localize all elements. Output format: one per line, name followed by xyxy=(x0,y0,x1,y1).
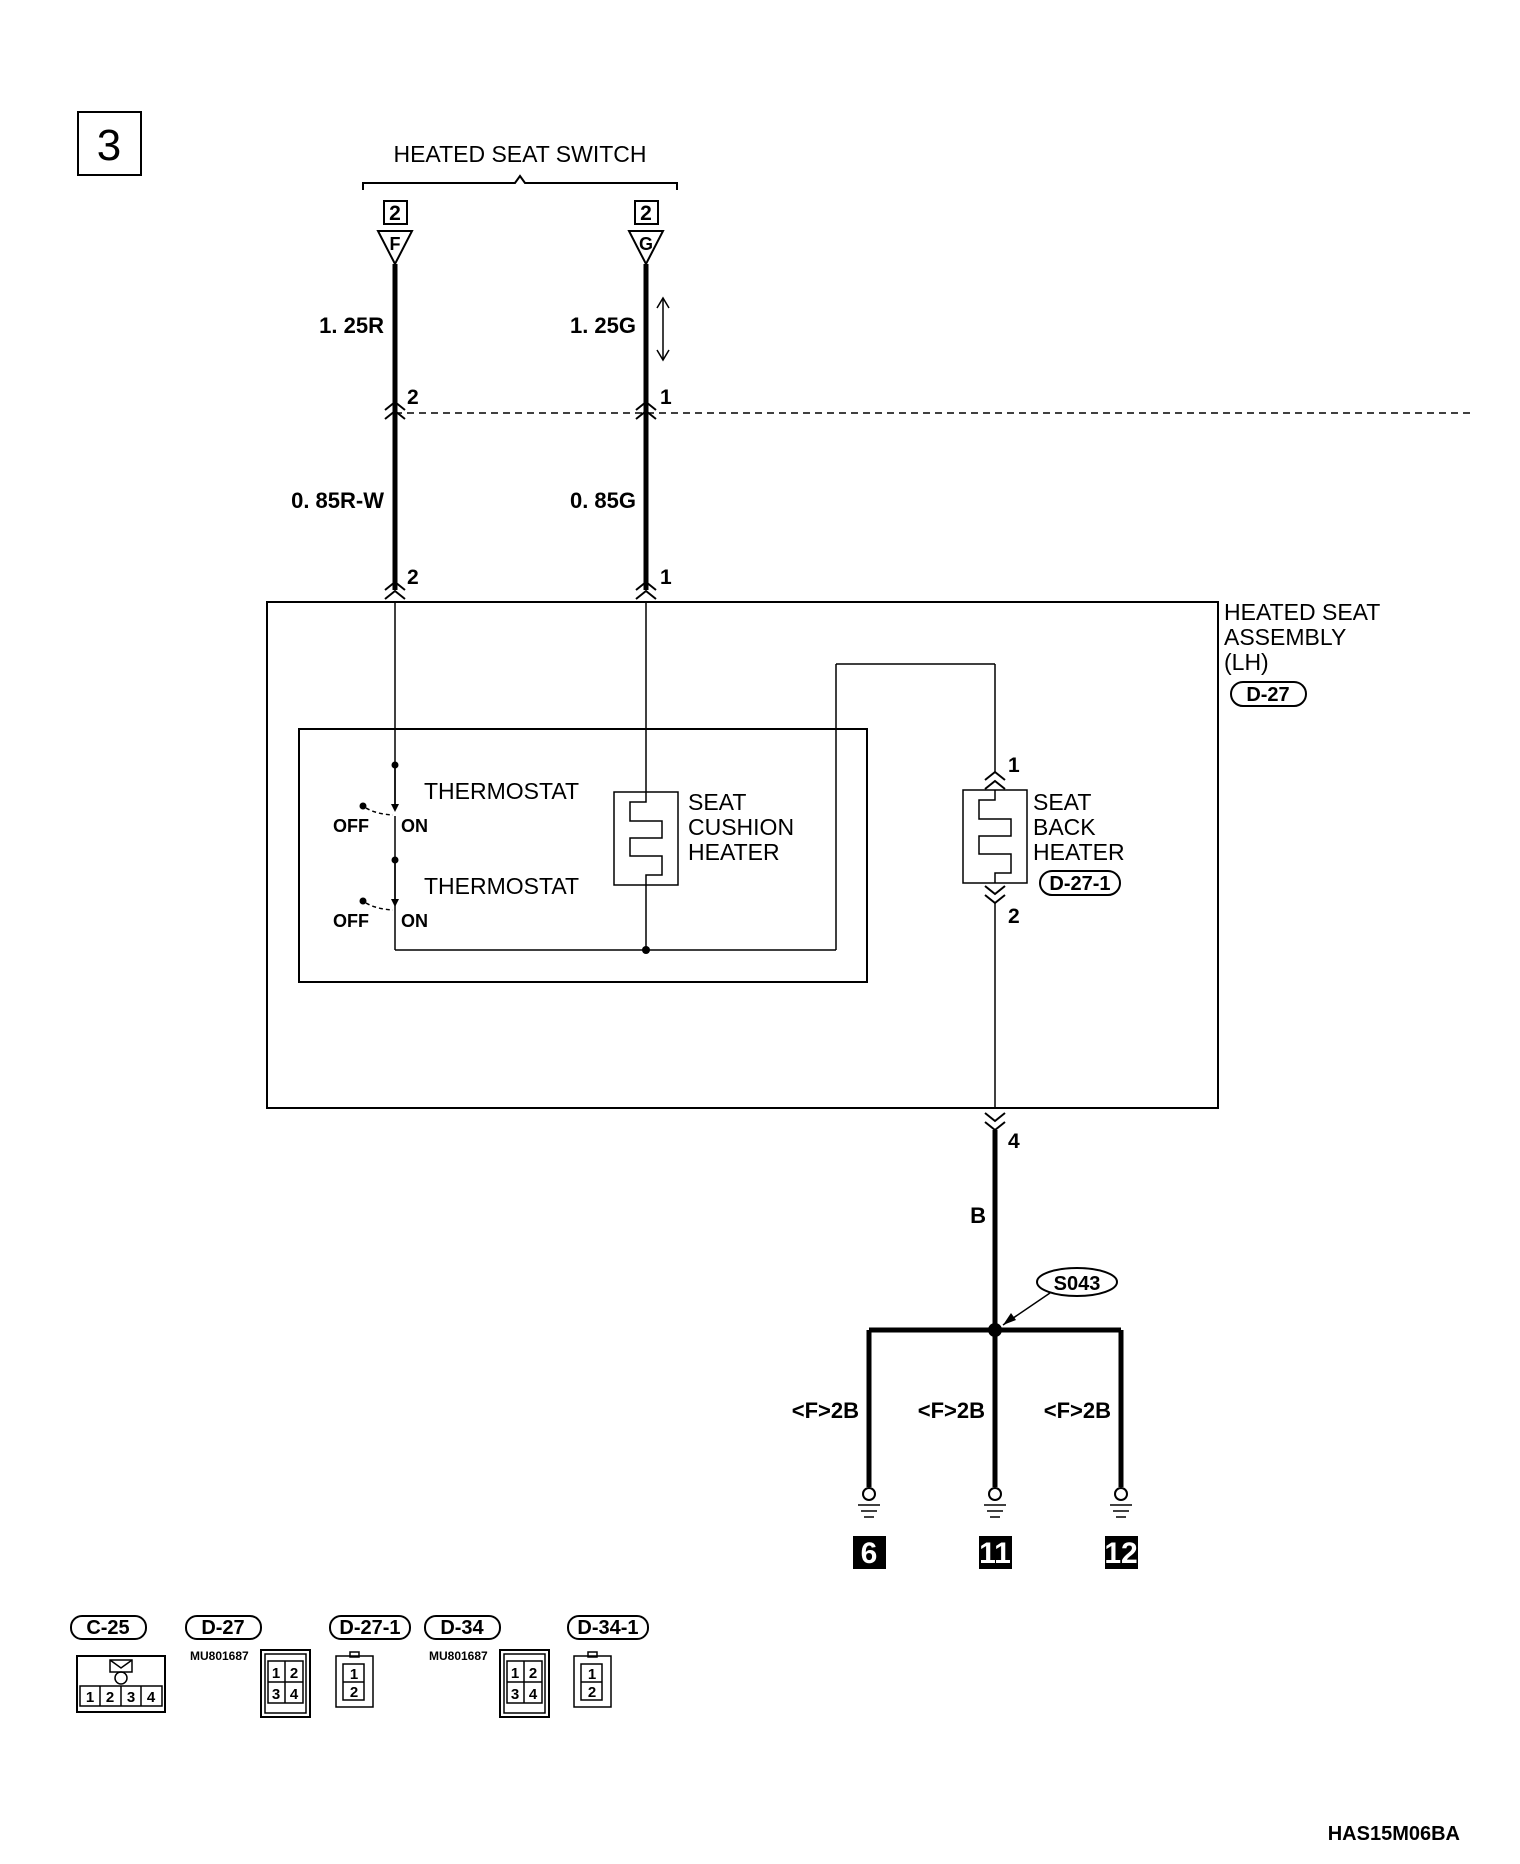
cell-1: 1 xyxy=(588,1666,596,1683)
page-number-box: 3 xyxy=(77,111,142,176)
switch-pin-left: F xyxy=(390,234,401,254)
wire-label-lower-left: 0. 85R-W xyxy=(291,488,384,513)
back-heater-line1: SEAT xyxy=(1033,789,1091,815)
ground-wire-label-2: <F>2B xyxy=(918,1398,985,1423)
cell-4: 4 xyxy=(290,1686,299,1703)
back-heater-pin-top: 1 xyxy=(1008,754,1020,777)
back-heater-pin-bottom: 2 xyxy=(1008,905,1020,928)
junction-mark-left xyxy=(384,400,406,420)
assembly-box xyxy=(266,601,1219,1109)
connector-part: MU801687 xyxy=(429,1649,488,1663)
cell-2: 2 xyxy=(290,1665,298,1682)
assembly-label-line1: HEATED SEAT xyxy=(1224,599,1380,625)
cell-2: 2 xyxy=(588,1684,596,1701)
cell-1: 1 xyxy=(86,1689,94,1706)
cushion-box xyxy=(298,728,868,983)
back-heater-line3: HEATER xyxy=(1033,839,1125,865)
ground-connector-mark xyxy=(984,1112,1006,1132)
connector-code: D-27-1 xyxy=(339,1617,400,1639)
cell-1: 1 xyxy=(511,1665,519,1682)
seat-cushion-heater: SEAT CUSHION HEATER xyxy=(613,789,794,886)
direction-arrow-icon xyxy=(656,296,670,362)
cell-4: 4 xyxy=(529,1686,538,1703)
ground-wire-label-3: <F>2B xyxy=(1044,1398,1111,1423)
cell-3: 3 xyxy=(511,1686,519,1703)
wire-label-ground: B xyxy=(970,1203,986,1228)
junction-pin-left: 2 xyxy=(407,386,419,409)
assembly-label-line3: (LH) xyxy=(1224,649,1269,675)
ground-symbol-1: 6 xyxy=(853,1487,886,1570)
connector-legend-d-27-1: D-27-1 1 2 xyxy=(329,1615,411,1708)
connector-legend-d-34: D-34 MU801687 1 2 3 4 xyxy=(424,1615,550,1718)
seat-pin-left: 2 xyxy=(407,566,419,589)
connector-legend-d-27: D-27 MU801687 1 2 3 4 xyxy=(185,1615,311,1718)
splice-code: S043 xyxy=(1054,1273,1101,1295)
cell-1: 1 xyxy=(272,1665,280,1682)
switch-brace xyxy=(362,174,678,190)
switch-connector-right-number: 2 xyxy=(640,202,652,225)
switch-connector-left-number: 2 xyxy=(389,202,401,225)
page-number: 3 xyxy=(97,121,121,170)
splice-tag: S043 xyxy=(1002,1267,1118,1326)
thermostat-1-label: THERMOSTAT xyxy=(424,778,579,804)
seat-pin-right: 1 xyxy=(660,566,672,589)
thermostat-2: THERMOSTAT OFF ON xyxy=(333,860,579,931)
cell-2: 2 xyxy=(529,1665,537,1682)
connector-legend-d-34-1: D-34-1 1 2 xyxy=(567,1615,649,1708)
thermostat-2-off: OFF xyxy=(333,911,369,931)
ground-pin: 4 xyxy=(1008,1130,1020,1153)
connector-part: MU801687 xyxy=(190,1649,249,1663)
back-heater-line2: BACK xyxy=(1033,814,1096,840)
ground-number-1: 6 xyxy=(861,1537,878,1570)
assembly-label-line2: ASSEMBLY xyxy=(1224,624,1346,650)
assembly-connector-code: D-27 xyxy=(1246,684,1289,706)
ground-number-3: 12 xyxy=(1104,1537,1137,1570)
junction-mark-right xyxy=(635,400,657,420)
seat-mark-left xyxy=(384,580,406,600)
switch-connector-left: 2 F xyxy=(376,200,414,267)
switch-connector-right: 2 G xyxy=(627,200,665,267)
ground-wire-label-1: <F>2B xyxy=(792,1398,859,1423)
switch-pin-right: G xyxy=(639,234,653,254)
thermostat-2-label: THERMOSTAT xyxy=(424,873,579,899)
thermostat-1-off: OFF xyxy=(333,816,369,836)
cushion-junction-dot xyxy=(642,946,650,954)
cell-2: 2 xyxy=(106,1689,114,1706)
junction-pin-right: 1 xyxy=(660,386,672,409)
switch-title: HEATED SEAT SWITCH xyxy=(393,141,646,167)
cell-3: 3 xyxy=(127,1689,135,1706)
seat-back-heater: 1 2 SEAT BACK HEATER D-27-1 xyxy=(962,754,1125,928)
cell-4: 4 xyxy=(147,1689,156,1706)
cushion-heater-line2: CUSHION xyxy=(688,814,794,840)
connector-code: C-25 xyxy=(86,1617,129,1639)
back-heater-connector: D-27-1 xyxy=(1049,873,1110,895)
thermostat-1-on: ON xyxy=(401,816,428,836)
cushion-heater-line1: SEAT xyxy=(688,789,746,815)
ground-symbol-2: 11 xyxy=(979,1487,1012,1570)
cell-2: 2 xyxy=(350,1684,358,1701)
connector-code: D-34 xyxy=(440,1617,484,1639)
cushion-heater-line3: HEATER xyxy=(688,839,780,865)
connector-code: D-27 xyxy=(201,1617,244,1639)
wire-label-lower-right: 0. 85G xyxy=(570,488,636,513)
wire-label-upper-left: 1. 25R xyxy=(319,313,384,338)
ground-symbol-3: 12 xyxy=(1104,1487,1138,1570)
thermostat-2-on: ON xyxy=(401,911,428,931)
ground-number-2: 11 xyxy=(979,1537,1011,1570)
cell-1: 1 xyxy=(350,1666,358,1683)
cell-3: 3 xyxy=(272,1686,280,1703)
seat-mark-right xyxy=(635,580,657,600)
wire-label-upper-right: 1. 25G xyxy=(570,313,636,338)
connector-code: D-34-1 xyxy=(577,1617,638,1639)
connector-legend-c-25: C-25 1 2 3 4 xyxy=(70,1615,166,1713)
figure-code: HAS15M06BA xyxy=(1328,1823,1460,1845)
thermostat-1: THERMOSTAT OFF ON xyxy=(333,761,579,864)
assembly-connector-tag: D-27 xyxy=(1230,681,1307,707)
